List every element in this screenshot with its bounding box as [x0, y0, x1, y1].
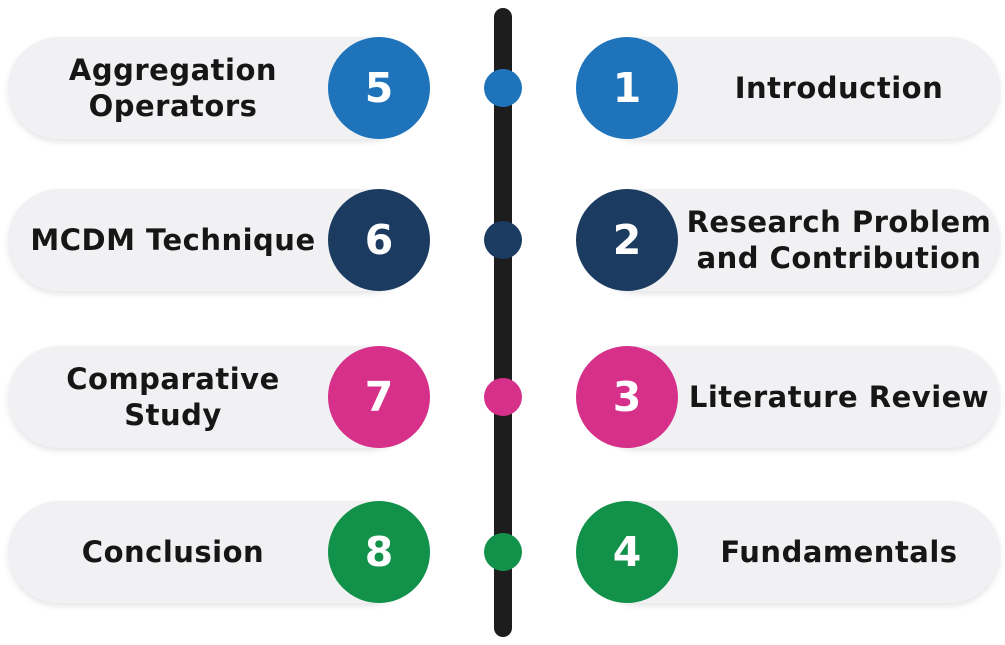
section-number: 4	[612, 528, 642, 576]
section-label: Fundamentals	[720, 534, 958, 569]
section-number-circle-3: 3	[576, 346, 678, 448]
section-number-circle-1: 1	[576, 37, 678, 139]
section-number: 7	[364, 373, 394, 421]
section-number: 6	[364, 216, 394, 264]
section-number: 8	[364, 528, 394, 576]
section-number-circle-2: 2	[576, 189, 678, 291]
section-number-circle-5: 5	[328, 37, 430, 139]
section-number: 1	[612, 64, 642, 112]
section-label: Conclusion	[81, 534, 265, 569]
section-label: Research Problem and Contribution	[686, 204, 992, 275]
section-label: Comparative Study	[66, 361, 280, 432]
section-number-circle-7: 7	[328, 346, 430, 448]
section-number: 2	[612, 216, 642, 264]
section-number: 3	[612, 373, 642, 421]
section-number-circle-6: 6	[328, 189, 430, 291]
timeline-dot-row2	[484, 221, 522, 259]
section-label: Introduction	[734, 70, 944, 105]
section-label: MCDM Technique	[30, 222, 316, 257]
section-label: Aggregation Operators	[68, 52, 278, 123]
section-label: Literature Review	[688, 379, 990, 414]
timeline-dot-row1	[484, 69, 522, 107]
timeline-bar	[494, 8, 512, 637]
section-number-circle-8: 8	[328, 501, 430, 603]
timeline-dot-row4	[484, 533, 522, 571]
timeline-dot-row3	[484, 378, 522, 416]
section-number: 5	[364, 64, 394, 112]
section-number-circle-4: 4	[576, 501, 678, 603]
